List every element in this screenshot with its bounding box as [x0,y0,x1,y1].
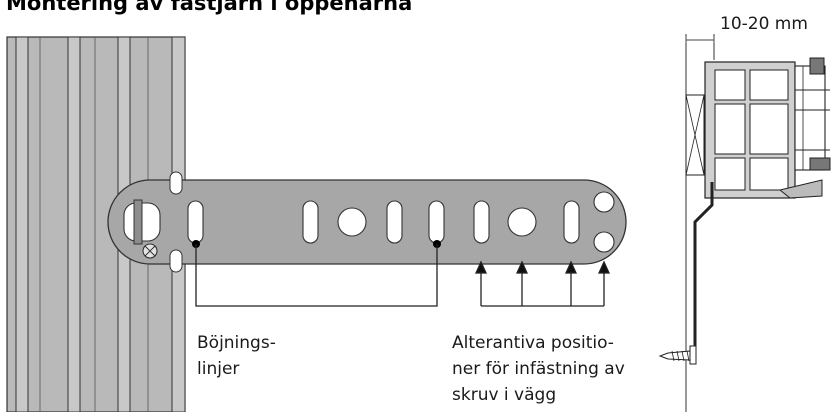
round-hole [337,207,367,237]
positions-label-line2: ner för infästning av [452,359,625,379]
bending-lines-label-line1: Böjnings- [197,333,276,353]
diagram-title: Montering av fästjärn i öppenarna [6,0,413,15]
round-hole [593,231,615,253]
slot [386,200,403,244]
position-arrows [474,260,611,307]
arrow-up-icon [515,260,529,274]
slot [428,200,445,244]
bending-lines-indicator [192,240,441,307]
positions-label-line1: Alterantiva positio- [452,333,614,353]
mounting-bracket [107,171,627,273]
arrow-up-icon [597,260,611,274]
slot [563,200,580,244]
screw-icon [142,243,158,259]
slot [187,200,204,244]
slot [473,200,490,244]
slot [302,200,319,244]
arrow-up-icon [564,260,578,274]
dimension-label: 10-20 mm [720,14,808,34]
clip [133,199,143,245]
round-hole [507,207,537,237]
wall-screw-icon [658,345,697,365]
cross-section [658,34,831,412]
round-hole [593,191,615,213]
positions-label-line3: skruv i vägg [452,385,557,405]
bending-lines-label-line2: linjer [197,359,240,379]
arrow-up-icon [474,260,488,274]
